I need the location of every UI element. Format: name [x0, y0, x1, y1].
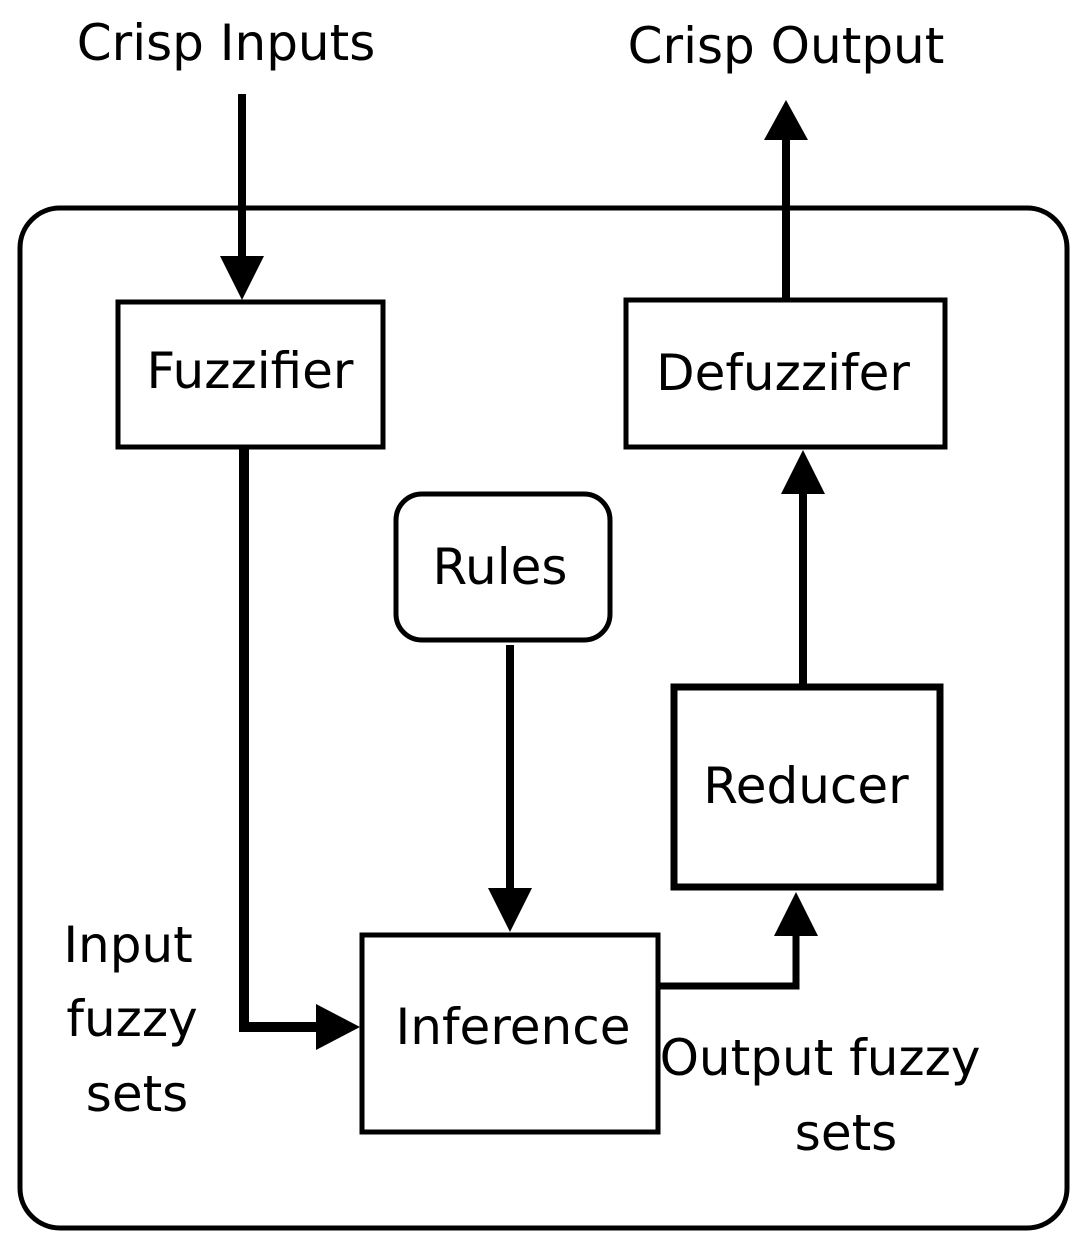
- fuzzifier-label: Fuzzifier: [147, 342, 354, 400]
- output-fuzzy-sets-line-1: Output fuzzy: [660, 1029, 981, 1087]
- system-container: [17, 205, 1070, 1231]
- arrow-fuzzifier-to-inference: [239, 449, 318, 1032]
- output-fuzzy-sets-label: Output fuzzy sets: [660, 1029, 997, 1162]
- arrowhead-defuzzifier-bottom: [781, 450, 825, 494]
- crisp-output-label: Crisp Output: [628, 17, 945, 75]
- defuzzifier-label: Defuzzifer: [656, 344, 910, 402]
- arrowhead-inference-left: [316, 1004, 360, 1050]
- arrow-inference-to-reducer: [658, 934, 800, 990]
- arrowhead-fuzzifier: [220, 256, 264, 300]
- crisp-inputs-label: Crisp Inputs: [77, 14, 376, 72]
- inference-box: [359, 932, 661, 1135]
- rules-label: Rules: [433, 538, 568, 596]
- arrowhead-reducer-bottom: [774, 892, 818, 936]
- input-fuzzy-sets-line-1: Input: [63, 916, 192, 974]
- reducer-box: [670, 683, 944, 891]
- rules-box: [393, 491, 613, 643]
- defuzzifier-box: [623, 297, 948, 450]
- output-fuzzy-sets-line-2: sets: [795, 1104, 897, 1162]
- arrowhead-crisp-output: [764, 100, 808, 140]
- input-fuzzy-sets-label: Input fuzzy sets: [63, 916, 213, 1123]
- input-fuzzy-sets-line-2: fuzzy: [66, 990, 197, 1048]
- arrowhead-inference-top: [488, 888, 532, 932]
- inference-label: Inference: [396, 998, 631, 1056]
- input-fuzzy-sets-line-3: sets: [86, 1065, 188, 1123]
- fuzzifier-box: [115, 299, 386, 450]
- reducer-label: Reducer: [703, 757, 909, 815]
